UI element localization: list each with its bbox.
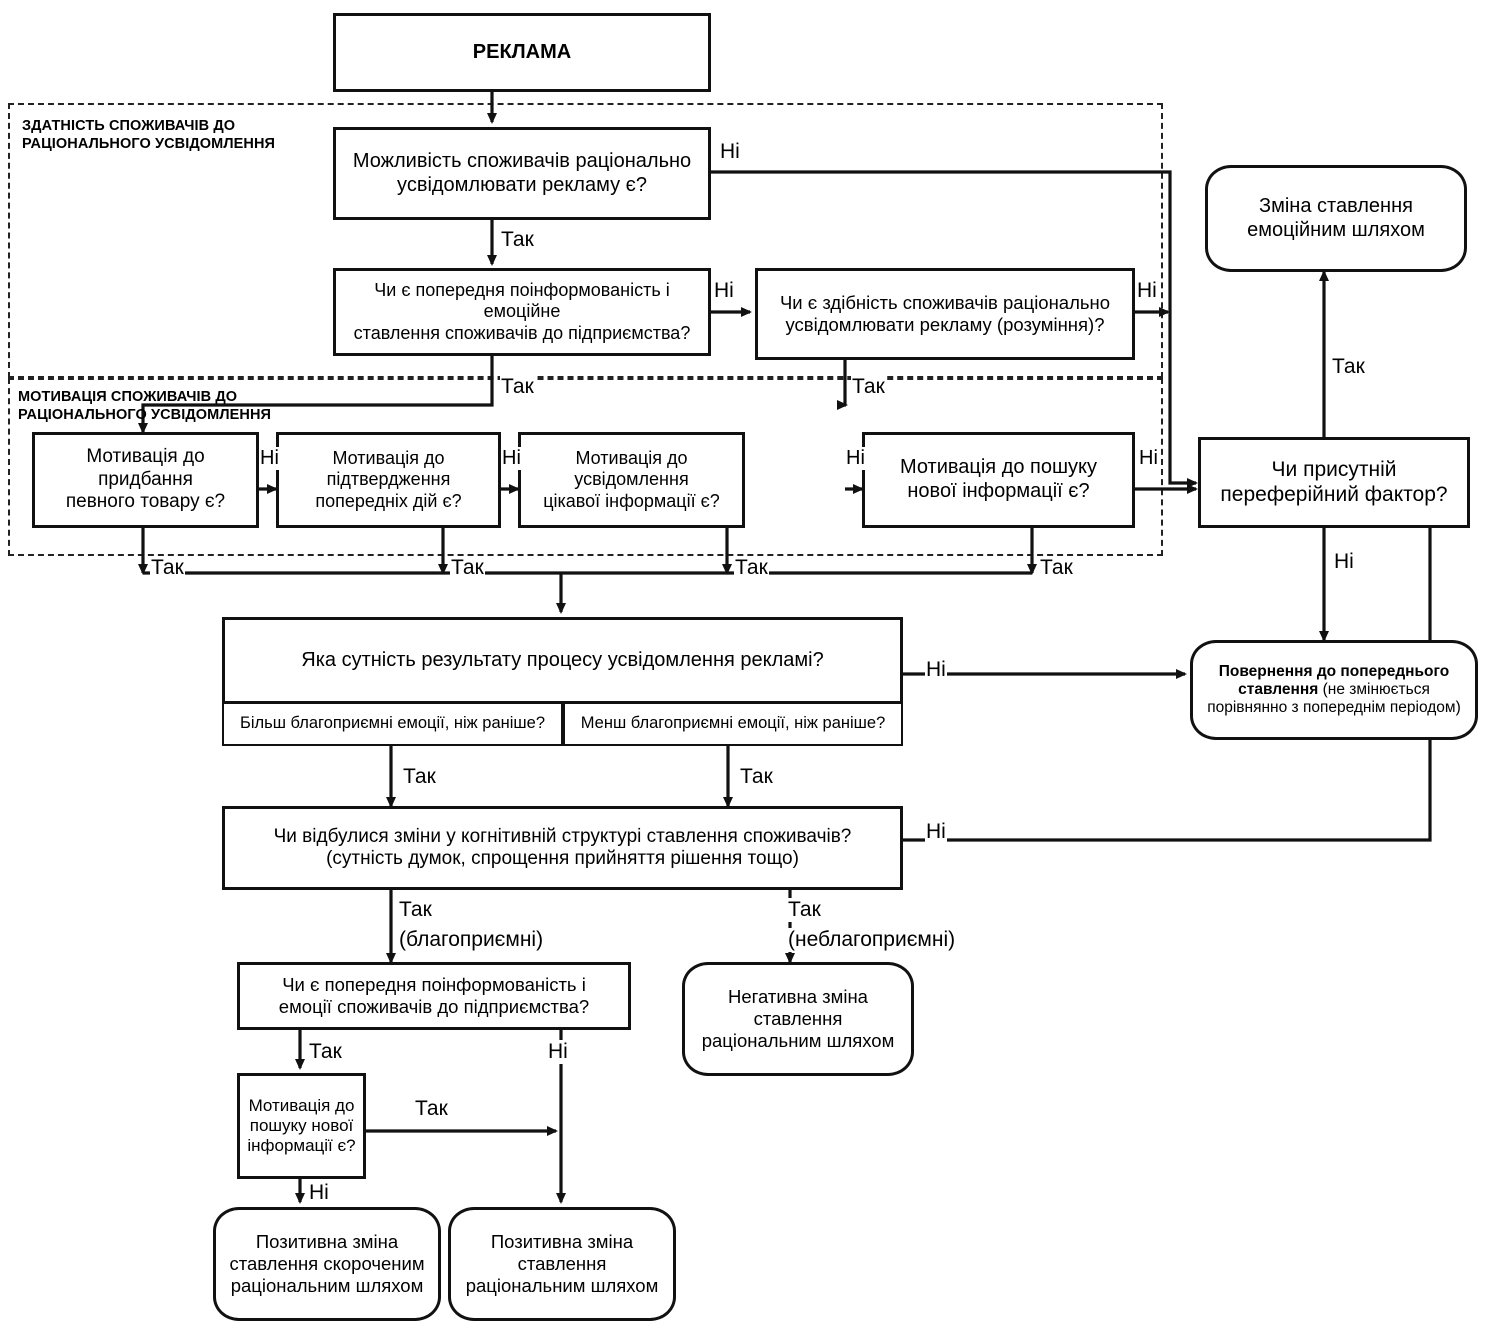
node-ability-rational-label: Чи є здібність споживачів раціонально ус… xyxy=(779,292,1111,335)
node-return-previous-label: Повернення до попереднього ставлення (не… xyxy=(1193,663,1475,718)
node-prior-awareness-top[interactable]: Чи є попередня поінформованість і емоцій… xyxy=(333,268,711,356)
edge-label-motivation-aware-no: Ні xyxy=(845,447,866,470)
edge-label-ability-rational-no: Ні xyxy=(1136,279,1158,303)
edge-label-motivation-confirm-no: Ні xyxy=(501,447,522,470)
node-negative-change-label: Негативна зміна ставлення раціональним ш… xyxy=(701,986,895,1051)
node-positive-short[interactable]: Позитивна зміна ставлення скороченим рац… xyxy=(213,1207,441,1321)
node-emotional-change[interactable]: Зміна ставлення емоційним шляхом xyxy=(1205,165,1467,272)
edge-label-small-motivation-no: Ні xyxy=(308,1181,330,1205)
node-prior-awareness-bottom[interactable]: Чи є попередня поінформованість і емоції… xyxy=(237,962,631,1030)
edge-label-motivation-confirm-yes: Так xyxy=(450,556,485,580)
edge-label-prior-bottom-no: Ні xyxy=(547,1040,569,1064)
edge-label-less-pleasant-yes: Так xyxy=(739,765,774,789)
edge-label-motivation-aware-yes: Так xyxy=(734,556,769,580)
node-prior-awareness-bottom-label: Чи є попередня поінформованість і емоції… xyxy=(278,974,590,1017)
node-result-essence-label: Яка сутність результату процесу усвідомл… xyxy=(301,648,824,671)
node-motivation-aware-label: Мотивація до усвідомлення цікавої інформ… xyxy=(543,448,720,511)
node-motivation-purchase-label: Мотивація до придбання певного товару є? xyxy=(65,446,226,513)
node-possibility[interactable]: Можливість споживачів раціонально усвідо… xyxy=(333,127,711,220)
node-motivation-search-small-label: Мотивація до пошуку нової інформації є? xyxy=(247,1095,356,1156)
node-motivation-purchase[interactable]: Мотивація до придбання певного товару є? xyxy=(32,432,259,528)
node-peripheral-factor-label: Чи присутній переферійний фактор? xyxy=(1220,457,1448,506)
node-negative-change[interactable]: Негативна зміна ставлення раціональним ш… xyxy=(682,962,914,1076)
edge-label-prior-bottom-yes: Так xyxy=(308,1040,343,1064)
node-motivation-confirm-label: Мотивація до підтвердження попередніх ді… xyxy=(315,448,462,511)
edge-label-cognitive-favorable-note: (благоприємні) xyxy=(398,928,545,952)
edge-label-cognitive-no: Ні xyxy=(925,820,947,844)
node-advertising-label: РЕКЛАМА xyxy=(472,40,572,63)
node-advertising[interactable]: РЕКЛАМА xyxy=(333,13,711,92)
edge-label-result-essence-no: Ні xyxy=(925,658,947,682)
group-ability-frame xyxy=(8,103,1163,378)
node-prior-awareness-top-label: Чи є попередня поінформованість і емоцій… xyxy=(353,280,691,343)
edge-label-cognitive-yes-favorable: Так xyxy=(398,898,433,922)
edge-label-motivation-purchase-no: Ні xyxy=(259,447,280,470)
edge-label-small-motivation-yes: Так xyxy=(414,1097,449,1121)
edge-label-peripheral-no: Ні xyxy=(1333,550,1355,574)
edge-label-motivation-search-no: Ні xyxy=(1138,447,1159,470)
edge-label-cognitive-unfavorable-note: (неблагоприємні) xyxy=(787,928,957,952)
group-ability-label-text: ЗДАТНІСТЬ СПОЖИВАЧІВ ДО РАЦІОНАЛЬНОГО УС… xyxy=(22,118,276,153)
edge-label-more-pleasant-yes: Так xyxy=(402,765,437,789)
node-more-pleasant[interactable]: Більш благоприємні емоції, ніж раніше? xyxy=(222,702,563,746)
node-motivation-search[interactable]: Мотивація до пошуку нової інформації є? xyxy=(862,432,1135,528)
node-positive-rational[interactable]: Позитивна зміна ставлення раціональним ш… xyxy=(448,1207,676,1321)
node-return-previous-bold: Повернення до попереднього ставлення xyxy=(1218,662,1450,698)
edge-label-ability-rational-yes: Так xyxy=(851,375,886,399)
node-result-essence[interactable]: Яка сутність результату процесу усвідомл… xyxy=(222,617,903,704)
node-cognitive-changes[interactable]: Чи відбулися зміни у когнітивній структу… xyxy=(222,806,903,890)
node-peripheral-factor[interactable]: Чи присутній переферійний фактор? xyxy=(1198,437,1470,528)
node-motivation-confirm[interactable]: Мотивація до підтвердження попередніх ді… xyxy=(276,432,501,528)
group-ability-label: ЗДАТНІСТЬ СПОЖИВАЧІВ ДО РАЦІОНАЛЬНОГО УС… xyxy=(22,117,322,153)
node-emotional-change-label: Зміна ставлення емоційним шляхом xyxy=(1247,194,1425,241)
edge-label-prior-top-no: Ні xyxy=(713,279,735,303)
node-return-previous-rest: (не змінюється порівнянно з попереднім п… xyxy=(1207,680,1461,717)
group-motivation-label-text: МОТИВАЦІЯ СПОЖИВАЧІВ ДО РАЦІОНАЛЬНОГО УС… xyxy=(18,389,272,424)
node-positive-short-label: Позитивна зміна ставлення скороченим рац… xyxy=(229,1231,425,1296)
edge-label-motivation-purchase-yes: Так xyxy=(150,556,185,580)
edge-label-cognitive-yes-unfavorable: Так xyxy=(787,898,822,922)
node-possibility-label: Можливість споживачів раціонально усвідо… xyxy=(352,149,692,196)
node-more-pleasant-label: Більш благоприємні емоції, ніж раніше? xyxy=(239,714,546,733)
node-return-previous[interactable]: Повернення до попереднього ставлення (не… xyxy=(1190,640,1478,740)
node-cognitive-changes-label: Чи відбулися зміни у когнітивній структу… xyxy=(273,825,852,869)
node-positive-rational-label: Позитивна зміна ставлення раціональним ш… xyxy=(465,1231,659,1296)
node-ability-rational[interactable]: Чи є здібність споживачів раціонально ус… xyxy=(755,268,1135,360)
node-motivation-search-small[interactable]: Мотивація до пошуку нової інформації є? xyxy=(237,1073,366,1179)
edge-label-possibility-yes: Так xyxy=(500,228,535,252)
edge-label-prior-top-yes: Так xyxy=(500,375,535,399)
node-motivation-search-label: Мотивація до пошуку нової інформації є? xyxy=(899,456,1098,502)
group-motivation-label: МОТИВАЦІЯ СПОЖИВАЧІВ ДО РАЦІОНАЛЬНОГО УС… xyxy=(18,388,328,424)
edge-label-motivation-search-yes: Так xyxy=(1039,556,1074,580)
node-motivation-aware[interactable]: Мотивація до усвідомлення цікавої інформ… xyxy=(518,432,745,528)
node-less-pleasant[interactable]: Менш благоприємні емоції, ніж раніше? xyxy=(563,702,903,746)
edge-label-possibility-no: Ні xyxy=(719,140,741,164)
group-motivation-frame xyxy=(8,378,1163,556)
node-less-pleasant-label: Менш благоприємні емоції, ніж раніше? xyxy=(580,714,886,733)
edge-label-peripheral-yes: Так xyxy=(1331,355,1366,379)
